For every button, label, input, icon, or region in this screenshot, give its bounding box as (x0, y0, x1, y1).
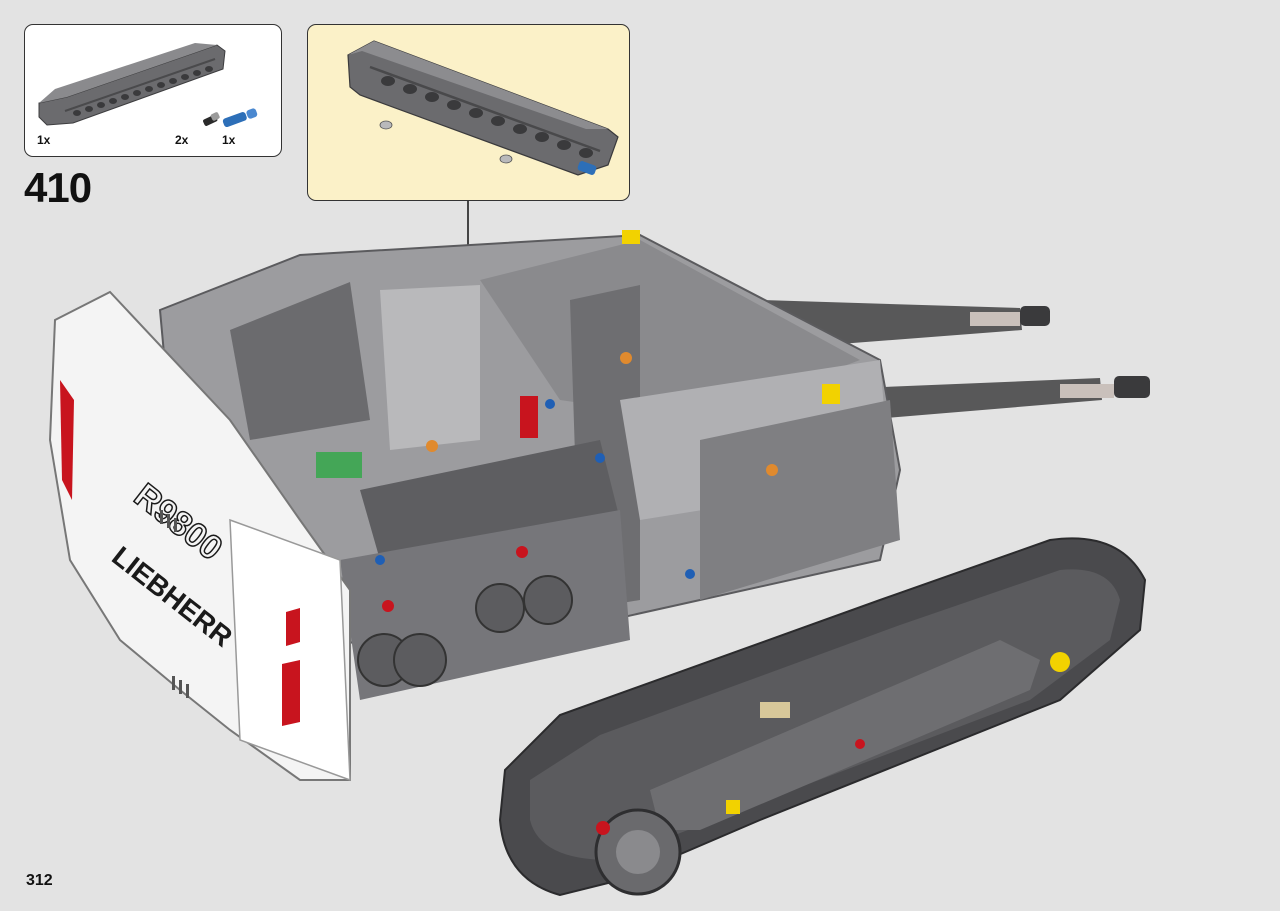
crawler-track (498, 537, 1147, 897)
step-number: 410 (24, 164, 92, 211)
black-pin-part (203, 112, 220, 126)
black-pin-quantity: 2x (175, 133, 189, 147)
callout-panel-beam (347, 40, 619, 176)
parts-list-illustration (38, 43, 258, 128)
blue-pin-quantity: 1x (222, 133, 236, 147)
panel-quantity: 1x (37, 133, 51, 147)
blue-pin-part (222, 108, 258, 128)
panel-beam-part (38, 43, 226, 126)
parts-list: 1x 2x 1x (24, 24, 282, 157)
subassembly-callout (307, 24, 630, 201)
upper-frame (158, 230, 902, 700)
page-number: 312 (26, 872, 53, 889)
yellow-pin (1050, 652, 1070, 672)
subassembly-illustration (347, 40, 619, 176)
counterweight-body: LIEBHERR R9800 (48, 290, 351, 782)
